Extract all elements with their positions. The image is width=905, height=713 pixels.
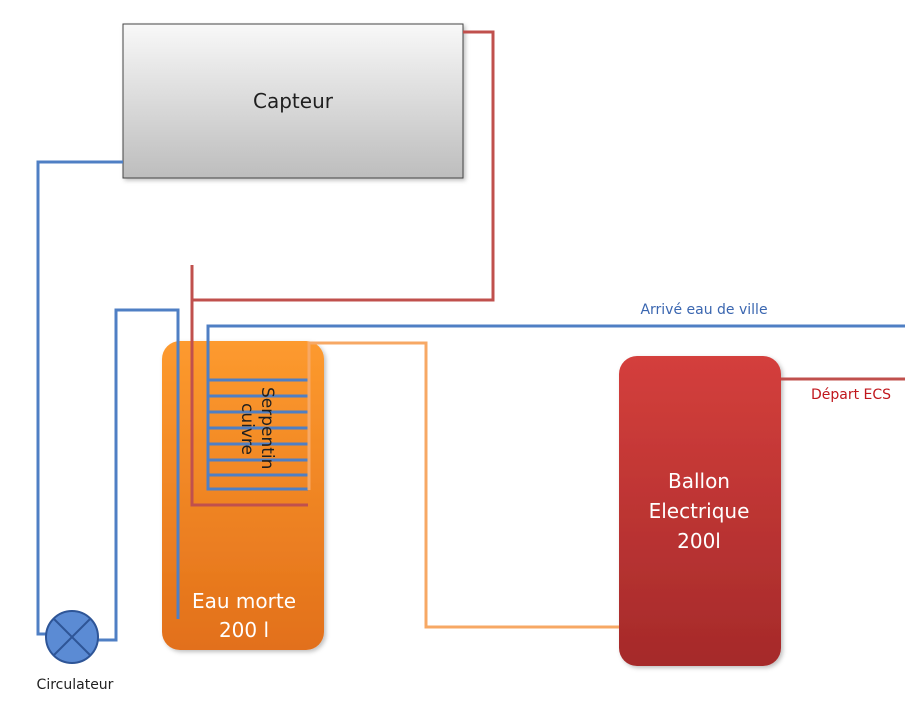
ballon-label-line2: Electrique	[649, 499, 750, 523]
serpentin-coil	[208, 378, 308, 477]
circulator-pump-icon	[45, 610, 99, 664]
collector-hot-pipe	[192, 30, 495, 302]
serpentin-label-line2: cuivre	[237, 403, 257, 455]
eau-morte-label-line1: Eau morte	[192, 589, 296, 613]
depart-ecs-label: Départ ECS	[811, 387, 891, 403]
transfer-pipe	[307, 341, 619, 629]
collector-return-pipe	[36, 160, 123, 636]
city-water-inlet-pipe	[206, 324, 905, 491]
eau-morte-tank	[162, 341, 324, 650]
serpentin-label-line1-text: Serpentin	[257, 387, 277, 469]
ballon-label-line1: Ballon	[668, 469, 730, 493]
ballon-label-line3: 200l	[677, 529, 721, 553]
capteur-label: Capteur	[253, 89, 334, 113]
eau-morte-label-line2: 200 l	[219, 618, 269, 642]
arrive-eau-label: Arrivé eau de ville	[640, 302, 767, 318]
coil-hot-pipe	[190, 265, 308, 507]
circulator-to-tank-pipe	[98, 308, 180, 642]
capteur-box	[122, 23, 464, 179]
circulateur-label: Circulateur	[37, 677, 114, 693]
ballon-electrique-tank	[619, 356, 781, 666]
